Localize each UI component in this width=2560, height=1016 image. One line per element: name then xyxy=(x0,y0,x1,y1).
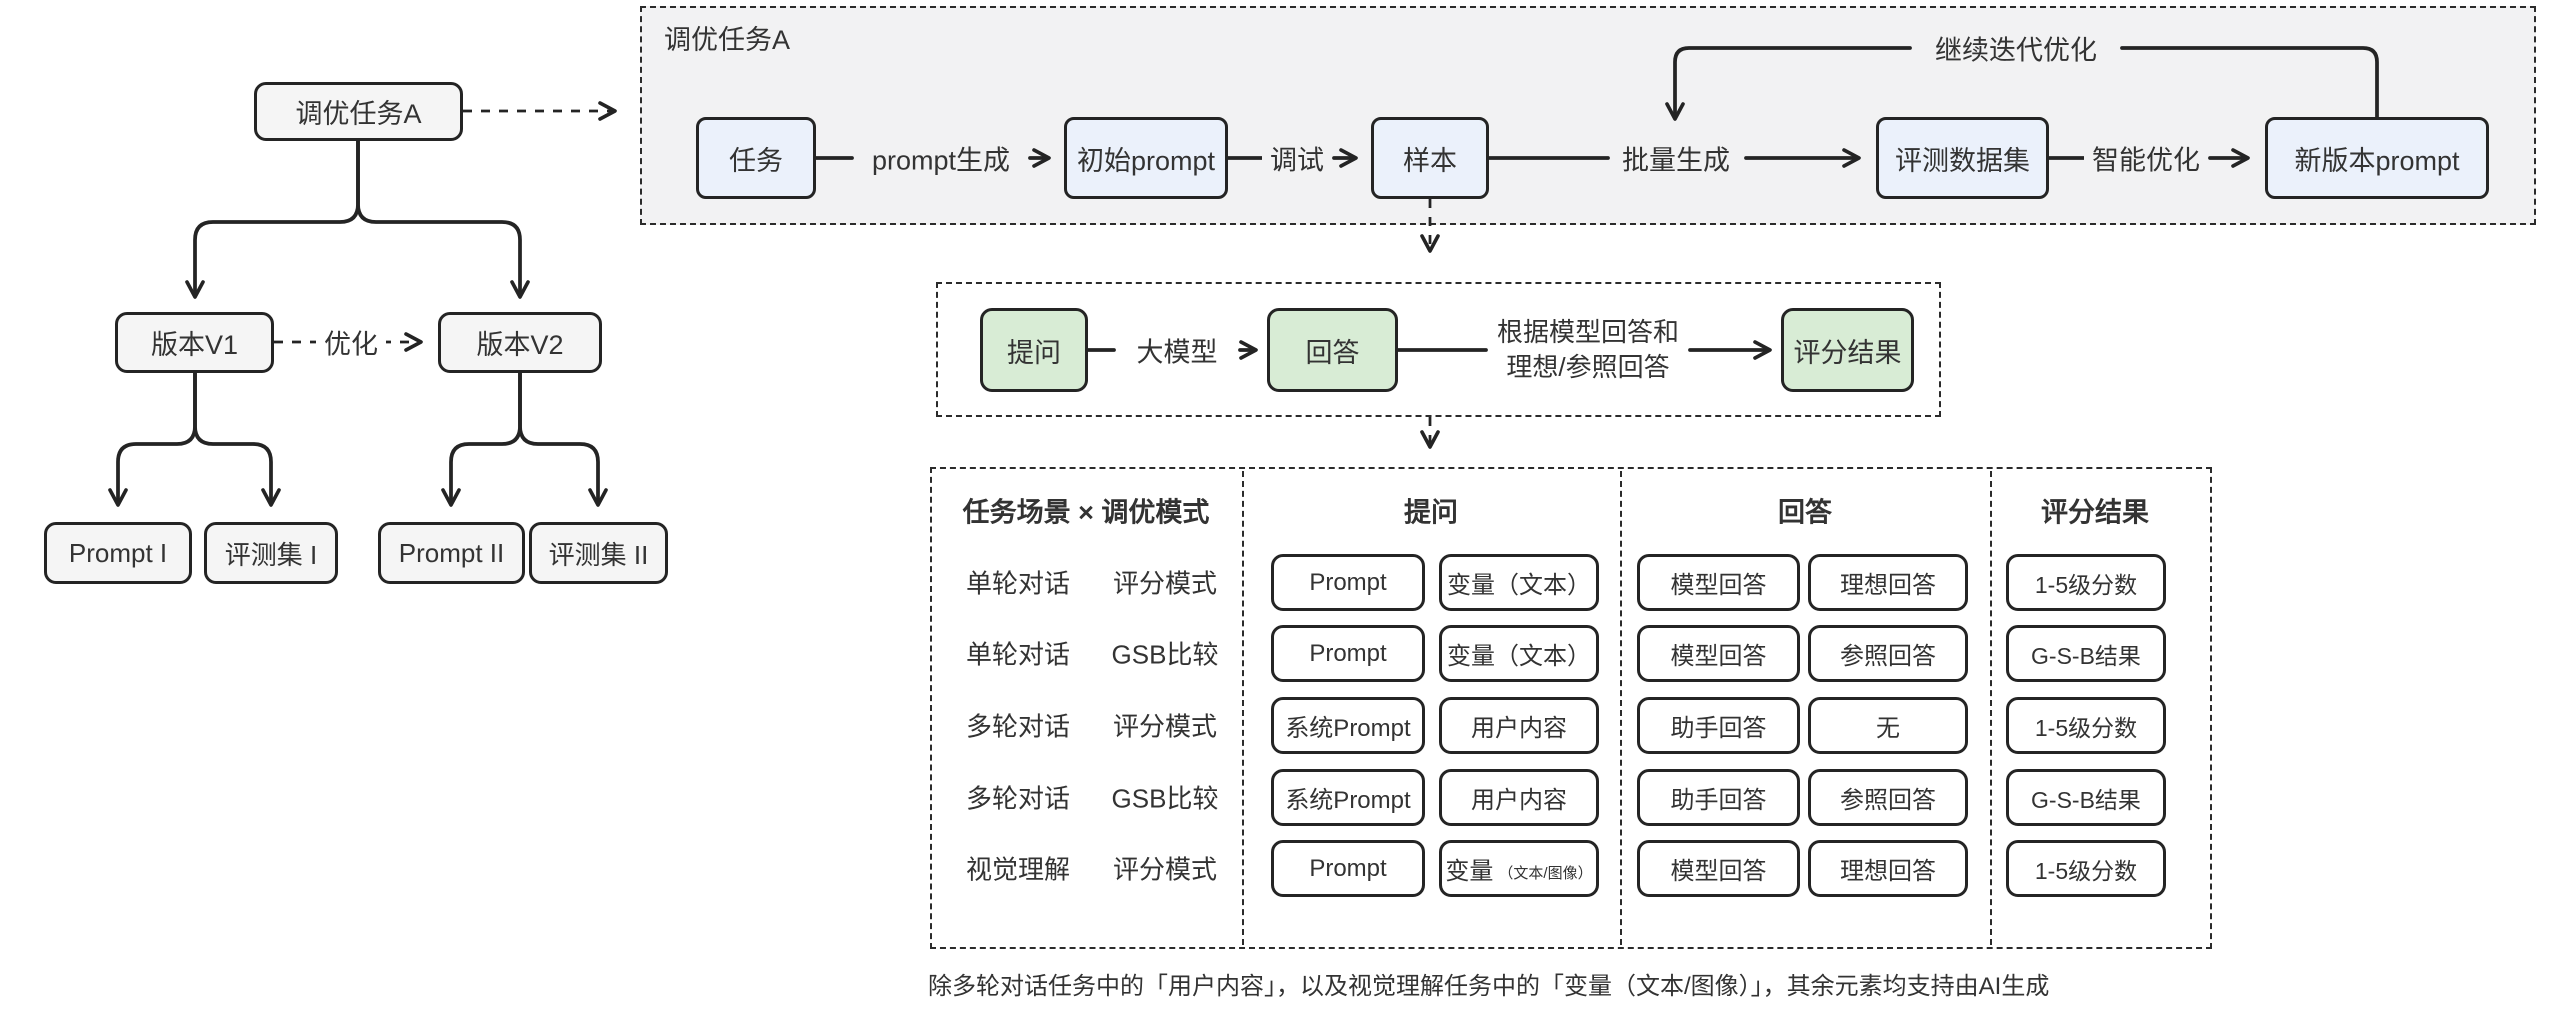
edge-root-to-v2 xyxy=(356,139,530,299)
matrix-cell-ans2: 参照回答 xyxy=(1808,769,1968,826)
matrix-row-scene: 视觉理解 xyxy=(965,854,1071,885)
label-scoring-basis-line1: 根据模型回答和 xyxy=(1496,316,1680,347)
node-evalset-2: 评测集 II xyxy=(529,522,668,584)
node-sample: 样本 xyxy=(1371,117,1489,199)
matrix-row-scene: 多轮对话 xyxy=(965,711,1071,742)
matrix-cell-ask2: 变量（文本） xyxy=(1439,554,1599,611)
node-initial-prompt: 初始prompt xyxy=(1064,117,1228,199)
matrix-cell-ask1: 系统Prompt xyxy=(1271,769,1425,826)
matrix-cell-ask1: Prompt xyxy=(1271,625,1425,682)
pipeline-container: 调优任务A xyxy=(640,6,2536,225)
matrix-cell-ask2: 变量（文本/图像） xyxy=(1439,840,1599,897)
matrix-row-mode: 评分模式 xyxy=(1112,711,1218,742)
node-prompt-2: Prompt II xyxy=(378,522,525,584)
matrix-header-score: 评分结果 xyxy=(2041,497,2149,528)
node-answer: 回答 xyxy=(1267,308,1398,392)
matrix-cell-score: 1-5级分数 xyxy=(2006,697,2166,754)
label-batch-generate: 批量生成 xyxy=(1614,137,1738,179)
node-version-v2: 版本V2 xyxy=(438,312,602,373)
matrix-cell-ans2: 理想回答 xyxy=(1808,840,1968,897)
matrix-header-ask: 提问 xyxy=(1404,497,1458,528)
matrix-row-mode: 评分模式 xyxy=(1112,854,1218,885)
edge-iterate-left xyxy=(1665,46,1912,121)
matrix-header-answer: 回答 xyxy=(1778,497,1832,528)
pipeline-container-title: 调优任务A xyxy=(664,25,791,55)
matrix-cell-ans2: 无 xyxy=(1808,697,1968,754)
matrix-cell-ans1: 助手回答 xyxy=(1637,769,1800,826)
matrix-cell-ask2-small: （文本/图像） xyxy=(1498,864,1593,882)
matrix-separator-3 xyxy=(1990,471,1992,945)
node-eval-dataset: 评测数据集 xyxy=(1876,117,2049,199)
matrix-cell-score: 1-5级分数 xyxy=(2006,840,2166,897)
label-smart-optimize: 智能优化 xyxy=(2084,137,2208,179)
label-debug: 调试 xyxy=(1262,137,1332,179)
matrix-footnote: 除多轮对话任务中的「用户内容」，以及视觉理解任务中的「变量（文本/图像）」，其余… xyxy=(928,973,2050,1000)
label-llm: 大模型 xyxy=(1128,329,1226,371)
matrix-row-mode: 评分模式 xyxy=(1112,568,1218,599)
matrix-cell-ask2: 用户内容 xyxy=(1439,769,1599,826)
node-tuning-task-a: 调优任务A xyxy=(254,82,463,141)
matrix-cell-ans1: 模型回答 xyxy=(1637,554,1800,611)
matrix-header-scene-mode: 任务场景 × 调优模式 xyxy=(962,497,1210,528)
matrix-separator-1 xyxy=(1242,471,1244,945)
matrix-row-mode: GSB比较 xyxy=(1111,639,1219,670)
matrix-cell-ans1: 模型回答 xyxy=(1637,840,1800,897)
matrix-row-mode: GSB比较 xyxy=(1111,783,1219,814)
matrix-cell-ask2: 用户内容 xyxy=(1439,697,1599,754)
edge-iterate-right xyxy=(2120,46,2379,119)
label-optimize: 优化 xyxy=(316,321,386,363)
label-prompt-gen: prompt生成 xyxy=(863,137,1019,179)
label-scoring-basis: 根据模型回答和 理想/参照回答 xyxy=(1488,313,1688,387)
label-iterate: 继续迭代优化 xyxy=(1927,27,2105,69)
node-evalset-1: 评测集 I xyxy=(204,522,338,584)
node-ask: 提问 xyxy=(980,308,1088,392)
edge-v1-to-prompt1 xyxy=(108,371,197,507)
matrix-row-scene: 单轮对话 xyxy=(965,568,1071,599)
matrix-cell-ask2-main: 变量 xyxy=(1445,858,1494,885)
node-task: 任务 xyxy=(696,117,816,199)
node-new-prompt: 新版本prompt xyxy=(2265,117,2489,199)
node-prompt-1: Prompt I xyxy=(44,522,192,584)
node-score-result: 评分结果 xyxy=(1781,308,1914,392)
edge-v2-to-eval2 xyxy=(518,371,608,507)
matrix-cell-ask1: 系统Prompt xyxy=(1271,697,1425,754)
node-version-v1: 版本V1 xyxy=(115,312,274,373)
matrix-cell-ans1: 模型回答 xyxy=(1637,625,1800,682)
matrix-cell-score: G-S-B结果 xyxy=(2006,625,2166,682)
matrix-cell-ask1: Prompt xyxy=(1271,554,1425,611)
matrix-cell-ask2: 变量（文本） xyxy=(1439,625,1599,682)
matrix-cell-ask1: Prompt xyxy=(1271,840,1425,897)
edge-v1-to-eval1 xyxy=(193,371,281,507)
matrix-cell-score: G-S-B结果 xyxy=(2006,769,2166,826)
edge-v2-to-prompt2 xyxy=(441,371,522,507)
matrix-separator-2 xyxy=(1620,471,1622,945)
matrix-row-scene: 多轮对话 xyxy=(965,783,1071,814)
edge-root-to-v1 xyxy=(185,139,360,299)
matrix-row-scene: 单轮对话 xyxy=(965,639,1071,670)
matrix-cell-ans2: 参照回答 xyxy=(1808,625,1968,682)
label-scoring-basis-line2: 理想/参照回答 xyxy=(1506,352,1670,382)
matrix-cell-ans1: 助手回答 xyxy=(1637,697,1800,754)
matrix-cell-score: 1-5级分数 xyxy=(2006,554,2166,611)
matrix-cell-ans2: 理想回答 xyxy=(1808,554,1968,611)
